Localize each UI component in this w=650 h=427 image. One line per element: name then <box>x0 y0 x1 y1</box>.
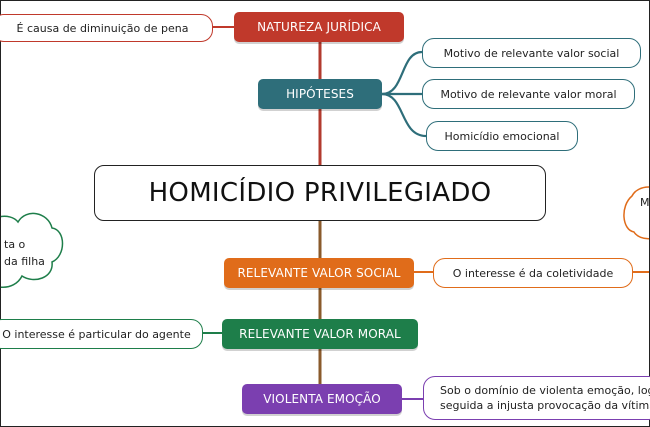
branch-emocao-label: VIOLENTA EMOÇÃO <box>263 392 381 406</box>
leaf-interesse-coletividade-label: O interesse é da coletividade <box>452 266 614 280</box>
cloud-right-line-1: M <box>640 196 650 209</box>
branch-natureza-label: NATUREZA JURÍDICA <box>257 20 381 34</box>
leaf-interesse-particular-label: O interesse é particular do agente <box>2 327 191 341</box>
branch-violenta-emocao[interactable]: VIOLENTA EMOÇÃO <box>242 384 402 414</box>
branch-hipoteses-label: HIPÓTESES <box>286 87 354 101</box>
leaf-interesse-particular[interactable]: O interesse é particular do agente <box>0 319 203 349</box>
leaf-homicidio-emocional-label: Homicídio emocional <box>444 129 560 143</box>
leaf-diminuicao-pena-label: É causa de diminuição de pena <box>16 21 189 35</box>
leaf-diminuicao-pena[interactable]: É causa de diminuição de pena <box>0 14 213 42</box>
leaf-emocao-line-2: seguida a injusta provocação da vítima <box>440 399 650 412</box>
cloud-left-line-2: da filha <box>4 255 45 268</box>
cloud-right-text: M <box>640 194 650 211</box>
leaf-dominio-violenta-emocao[interactable]: Sob o domínio de violenta emoção, logo e… <box>423 376 650 420</box>
branch-hipoteses[interactable]: HIPÓTESES <box>258 79 382 109</box>
leaf-valor-moral-hipotese-label: Motivo de relevante valor moral <box>440 87 617 101</box>
cloud-left <box>0 212 64 288</box>
leaf-homicidio-emocional[interactable]: Homicídio emocional <box>426 121 578 151</box>
leaf-interesse-coletividade[interactable]: O interesse é da coletividade <box>433 258 633 288</box>
central-topic[interactable]: HOMICÍDIO PRIVILEGIADO <box>94 165 546 221</box>
cloud-left-text: ta o da filha <box>4 236 45 270</box>
connector-hipoteses-leaf-3 <box>381 92 427 138</box>
branch-relevante-valor-social[interactable]: RELEVANTE VALOR SOCIAL <box>224 258 414 288</box>
branch-relevante-valor-moral[interactable]: RELEVANTE VALOR MORAL <box>222 319 418 349</box>
leaf-emocao-line-1: Sob o domínio de violenta emoção, logo e <box>440 384 650 397</box>
central-topic-label: HOMICÍDIO PRIVILEGIADO <box>148 178 492 208</box>
leaf-valor-social-hipotese-label: Motivo de relevante valor social <box>443 46 620 60</box>
connector-hipoteses-leaf-1 <box>381 50 423 96</box>
leaf-valor-social-hipotese[interactable]: Motivo de relevante valor social <box>422 38 641 68</box>
branch-natureza-juridica[interactable]: NATUREZA JURÍDICA <box>234 12 404 42</box>
branch-valor-social-label: RELEVANTE VALOR SOCIAL <box>237 266 401 280</box>
branch-valor-moral-label: RELEVANTE VALOR MORAL <box>239 327 401 341</box>
leaf-valor-moral-hipotese[interactable]: Motivo de relevante valor moral <box>422 79 635 109</box>
cloud-left-line-1: ta o <box>4 238 26 251</box>
